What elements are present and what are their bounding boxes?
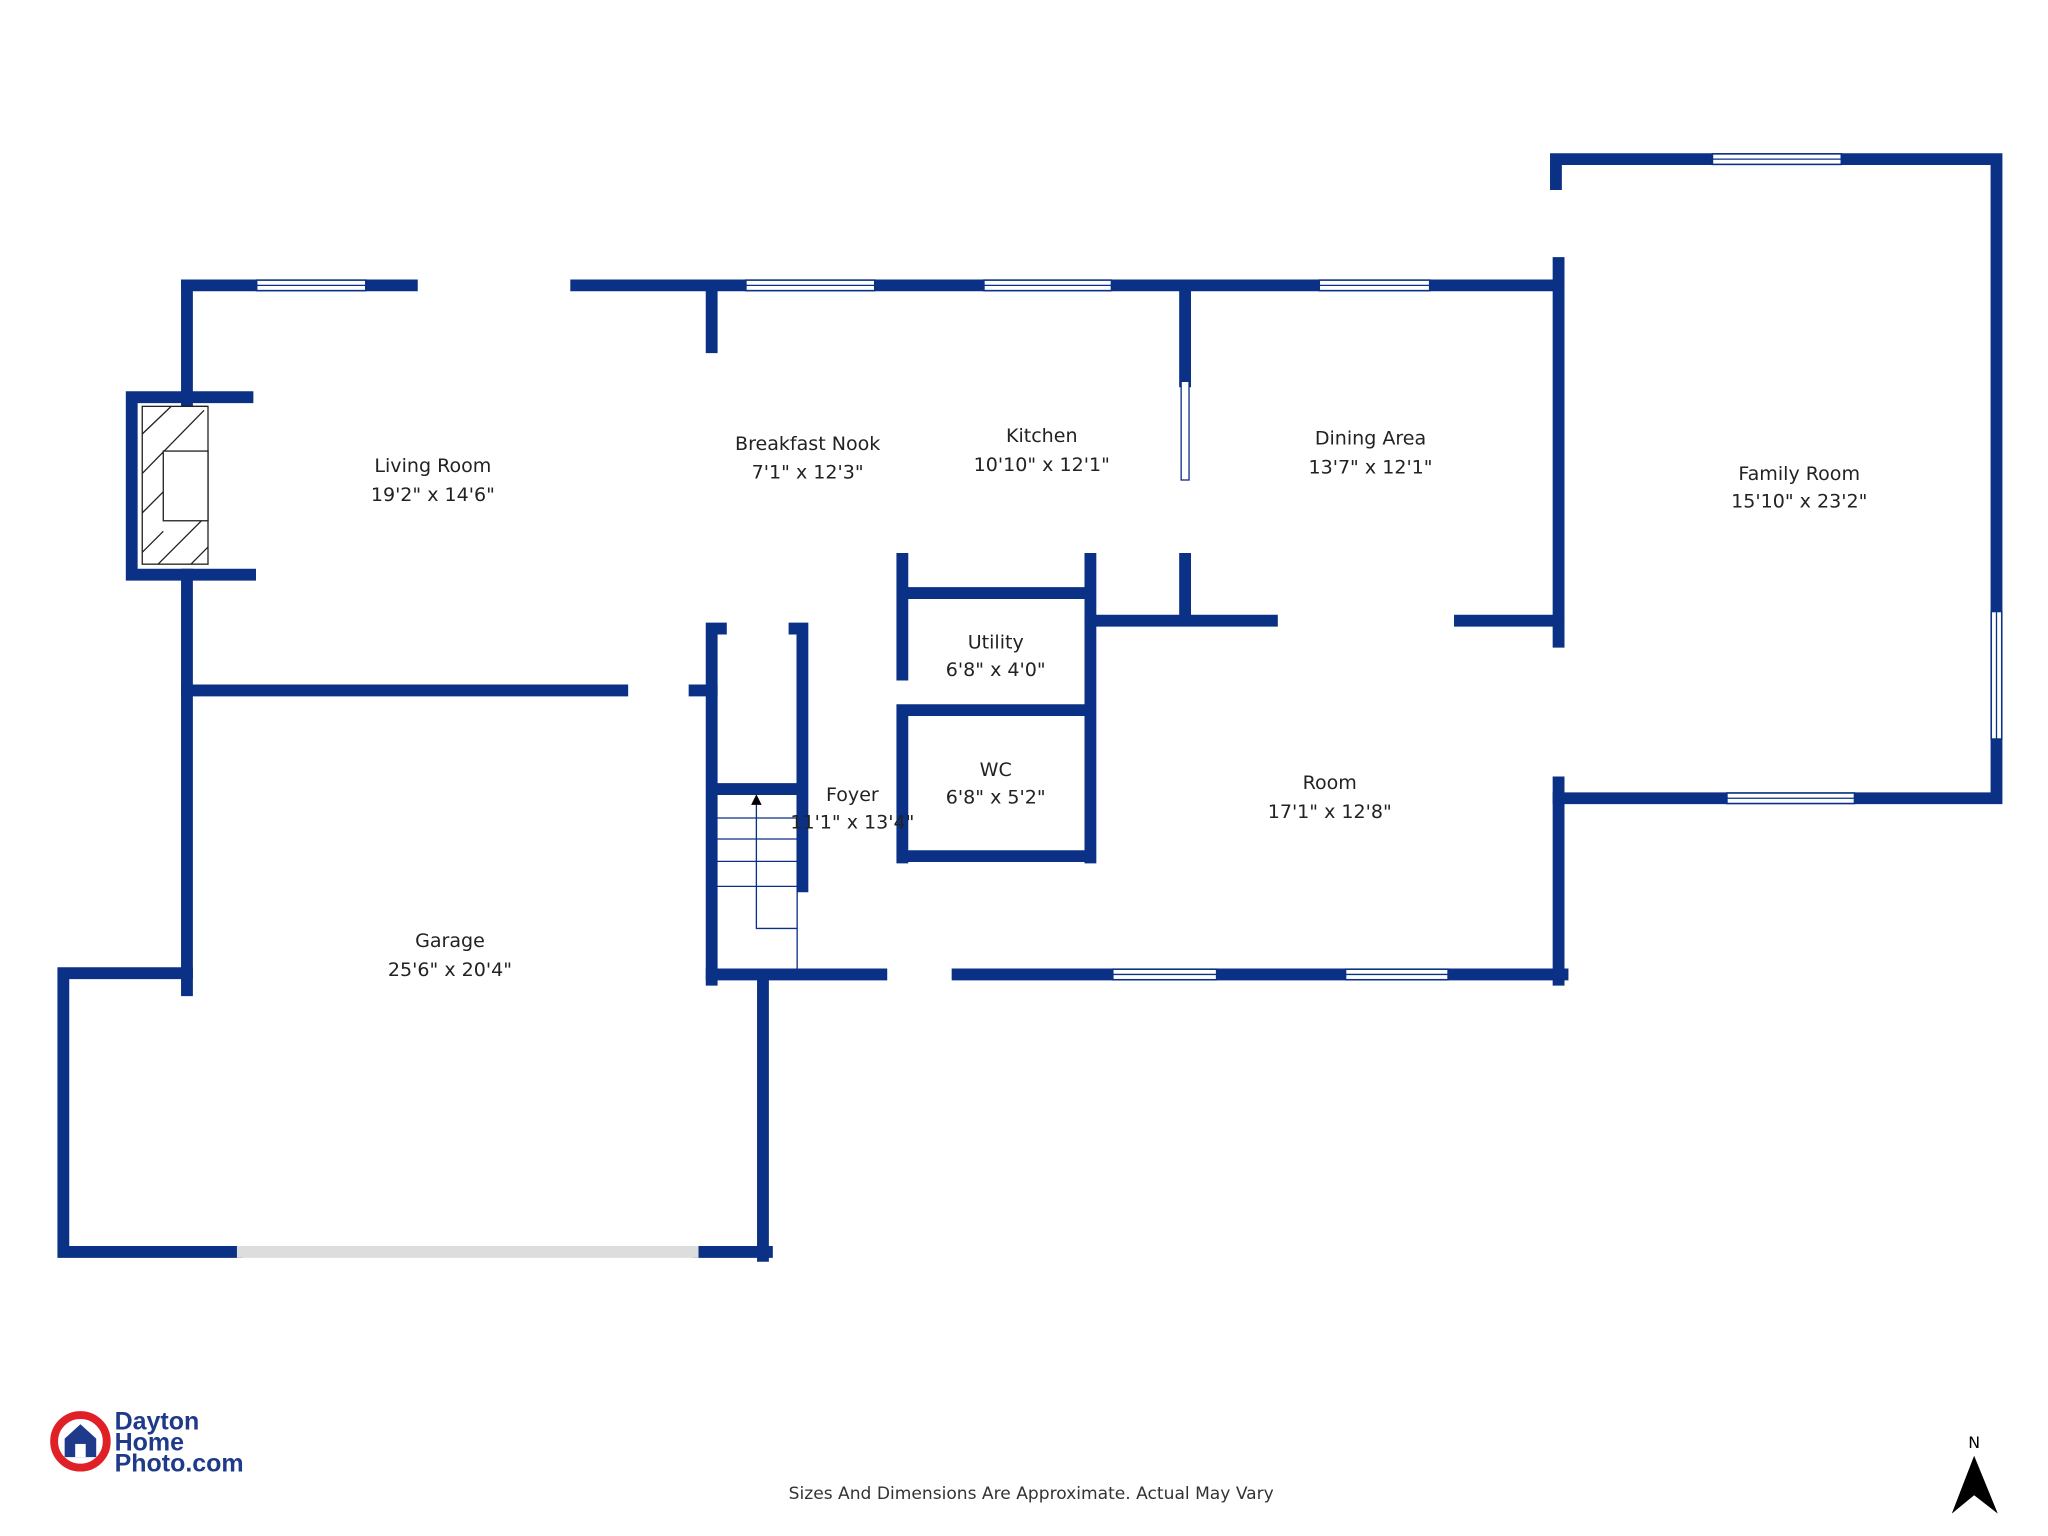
- room-name: Family Room: [1738, 463, 1860, 485]
- room-name: Dining Area: [1315, 427, 1426, 449]
- compass: N: [1951, 1433, 1998, 1514]
- room-name: WC: [980, 759, 1012, 781]
- room-dims: 6'8" x 4'0": [946, 659, 1046, 681]
- house-icon: [64, 1424, 97, 1458]
- fireplace: [141, 405, 209, 565]
- logo-text-2: Home: [115, 1429, 184, 1457]
- room-dims: 25'6" x 20'4": [388, 959, 512, 981]
- disclaimer: Sizes And Dimensions Are Approximate. Ac…: [789, 1484, 1274, 1504]
- compass-label: N: [1968, 1433, 1980, 1452]
- room-dims: 19'2" x 14'6": [371, 484, 495, 506]
- logo: Dayton Home Photo.com: [50, 1407, 244, 1478]
- room-dims: 13'7" x 12'1": [1308, 456, 1432, 478]
- room-dims: 17'1" x 12'8": [1268, 801, 1392, 823]
- logo-text-3: Photo.com: [115, 1450, 244, 1478]
- room-name: Utility: [968, 631, 1024, 653]
- logo-text-1: Dayton: [115, 1407, 200, 1435]
- windows: [236, 153, 2003, 1258]
- north-arrow-icon: [1951, 1455, 1998, 1514]
- room-name: Foyer: [826, 784, 879, 806]
- room-labels: Living Room 19'2" x 14'6" Breakfast Nook…: [371, 425, 1868, 981]
- logo-ring-icon: [50, 1411, 111, 1472]
- room-dims: 10'10" x 12'1": [974, 454, 1110, 476]
- room-name: Breakfast Nook: [735, 433, 880, 455]
- room-name: Room: [1303, 772, 1357, 794]
- room-dims: 6'8" x 5'2": [946, 787, 1046, 809]
- room-dims: 7'1" x 12'3": [752, 462, 864, 484]
- room-dims: 15'10" x 23'2": [1731, 491, 1867, 513]
- room-name: Living Room: [374, 455, 491, 477]
- walls: [57, 153, 2003, 1262]
- stairs: [716, 794, 798, 971]
- room-dims: 11'1" x 13'4": [790, 811, 914, 833]
- room-name: Kitchen: [1006, 425, 1078, 447]
- room-name: Garage: [415, 930, 485, 952]
